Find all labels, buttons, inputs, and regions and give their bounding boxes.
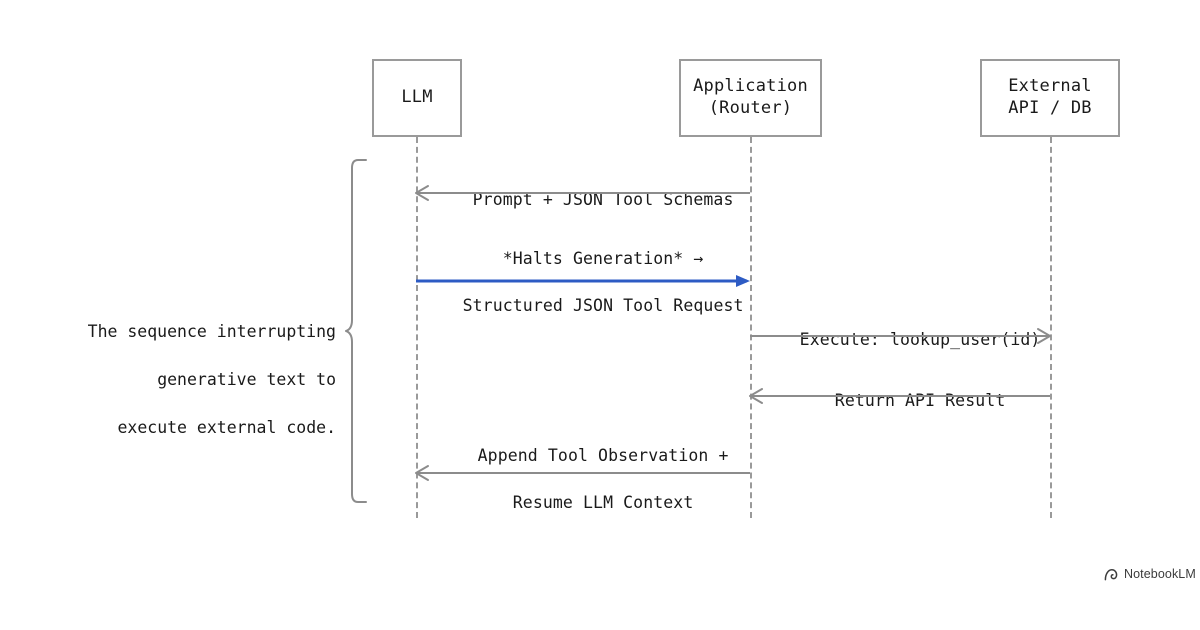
lifeline-external xyxy=(1050,137,1052,518)
diagram-caption: The sequence interrupting generative tex… xyxy=(40,296,336,463)
notebooklm-watermark: NotebookLM xyxy=(1104,567,1196,581)
message-return-result-arrow xyxy=(748,388,1052,404)
participant-llm-line-1: LLM xyxy=(401,87,433,108)
message-append-observation-arrow xyxy=(414,465,752,481)
caption-line-2: generative text to xyxy=(157,369,336,389)
participant-application-line-2: (Router) xyxy=(708,98,793,118)
message-tool-request-line-1: *Halts Generation* → xyxy=(502,249,704,269)
lifeline-llm xyxy=(416,137,418,518)
message-append-observation-line-1: Append Tool Observation + xyxy=(477,446,729,466)
caption-line-1: The sequence interrupting xyxy=(87,321,336,341)
message-tool-request-line-2: Structured JSON Tool Request xyxy=(462,296,744,316)
caption-line-3: execute external code. xyxy=(117,417,336,437)
message-append-observation-line-2: Resume LLM Context xyxy=(512,493,694,513)
participant-external-line-1: External xyxy=(1008,76,1092,97)
participant-application[interactable]: Application (Router) xyxy=(679,59,822,137)
message-prompt-schemas-line-1: Prompt + JSON Tool Schemas xyxy=(472,190,734,210)
message-tool-request-label: *Halts Generation* → Structured JSON Too… xyxy=(416,224,750,341)
participant-application-line-1: Application xyxy=(693,76,808,97)
message-append-observation-label: Append Tool Observation + Resume LLM Con… xyxy=(416,421,750,538)
grouping-brace xyxy=(344,158,368,504)
message-execute-lookup-arrow xyxy=(748,328,1052,344)
message-prompt-schemas-label: Prompt + JSON Tool Schemas xyxy=(416,165,750,235)
message-prompt-schemas-arrow xyxy=(414,185,752,201)
lifeline-application xyxy=(750,137,752,518)
participant-external[interactable]: External API / DB xyxy=(980,59,1120,137)
participant-llm[interactable]: LLM xyxy=(372,59,462,137)
notebooklm-logo-icon xyxy=(1104,568,1119,581)
participant-external-line-2: API / DB xyxy=(1008,98,1092,118)
notebooklm-watermark-label: NotebookLM xyxy=(1124,567,1196,581)
message-tool-request-arrow xyxy=(414,274,752,288)
